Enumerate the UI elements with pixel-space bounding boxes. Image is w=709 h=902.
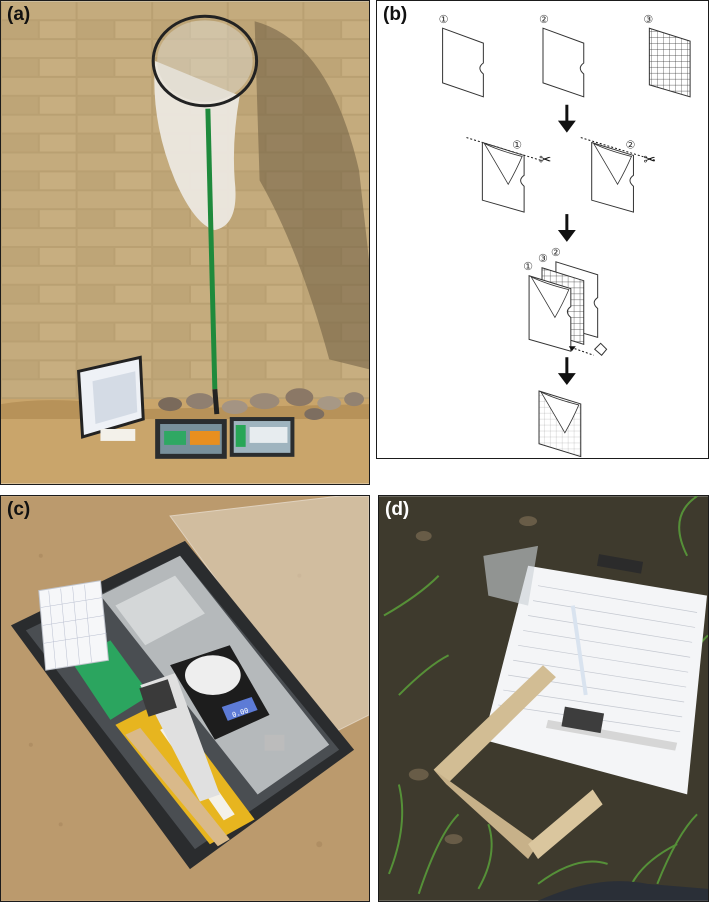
wing-outline <box>592 142 633 186</box>
step-number-2: ② <box>539 13 549 26</box>
paper-sheet-2 <box>542 27 585 98</box>
tool-box-photo: 0.00 <box>1 496 369 901</box>
field-survey-photo <box>379 496 708 901</box>
wooden-frame <box>433 665 603 860</box>
wing-outline <box>483 142 523 186</box>
stapler-icon <box>593 342 608 356</box>
net-shadow <box>254 21 369 370</box>
field-equipment-photo <box>1 1 369 484</box>
scissors-icon: ✂ <box>643 150 655 168</box>
clipboard-clip <box>596 554 644 574</box>
panel-b-diagram: (b) ① ② ③ ① ✂ ② <box>376 0 709 459</box>
step-number-3: ③ <box>643 13 653 26</box>
cut-line <box>580 137 656 161</box>
mesh-cage <box>77 355 145 441</box>
scissors-icon: ✂ <box>539 150 551 168</box>
panel-c-photo: (c) <box>0 495 370 902</box>
grid-sheet <box>648 27 691 98</box>
wing-outline <box>539 391 580 434</box>
digital-scale <box>170 645 270 740</box>
step-number-1: ① <box>512 138 522 151</box>
cut-line <box>466 137 542 161</box>
step-number-2: ② <box>551 246 561 259</box>
tackle-boxes <box>155 417 295 459</box>
grid-notebook <box>38 580 109 671</box>
step-number-1: ① <box>523 260 533 273</box>
step-number-2: ② <box>625 138 635 151</box>
insect-net <box>151 14 259 415</box>
press-direction <box>570 346 594 356</box>
step-number-3: ③ <box>538 252 548 265</box>
wing-mounting-diagram: ① ② ③ ① ✂ ② ✂ ① ③ ② <box>439 13 691 458</box>
panel-label: (d) <box>385 499 410 520</box>
paper-sheet-1 <box>442 27 484 98</box>
calibration-weight <box>264 734 285 751</box>
wing-outline <box>530 275 570 319</box>
panel-label: (c) <box>7 499 31 520</box>
pen <box>570 605 588 696</box>
panel-d-photo: (d) <box>378 495 709 902</box>
specimen-bag <box>483 545 539 606</box>
rocks <box>158 388 365 421</box>
panel-label: (a) <box>7 4 31 25</box>
panel-a-photo: (a) <box>0 0 370 485</box>
datasheet-clipboard <box>483 565 708 795</box>
panel-label: (b) <box>383 4 408 25</box>
step-number-1: ① <box>439 13 449 26</box>
dark-fabric <box>538 881 708 901</box>
